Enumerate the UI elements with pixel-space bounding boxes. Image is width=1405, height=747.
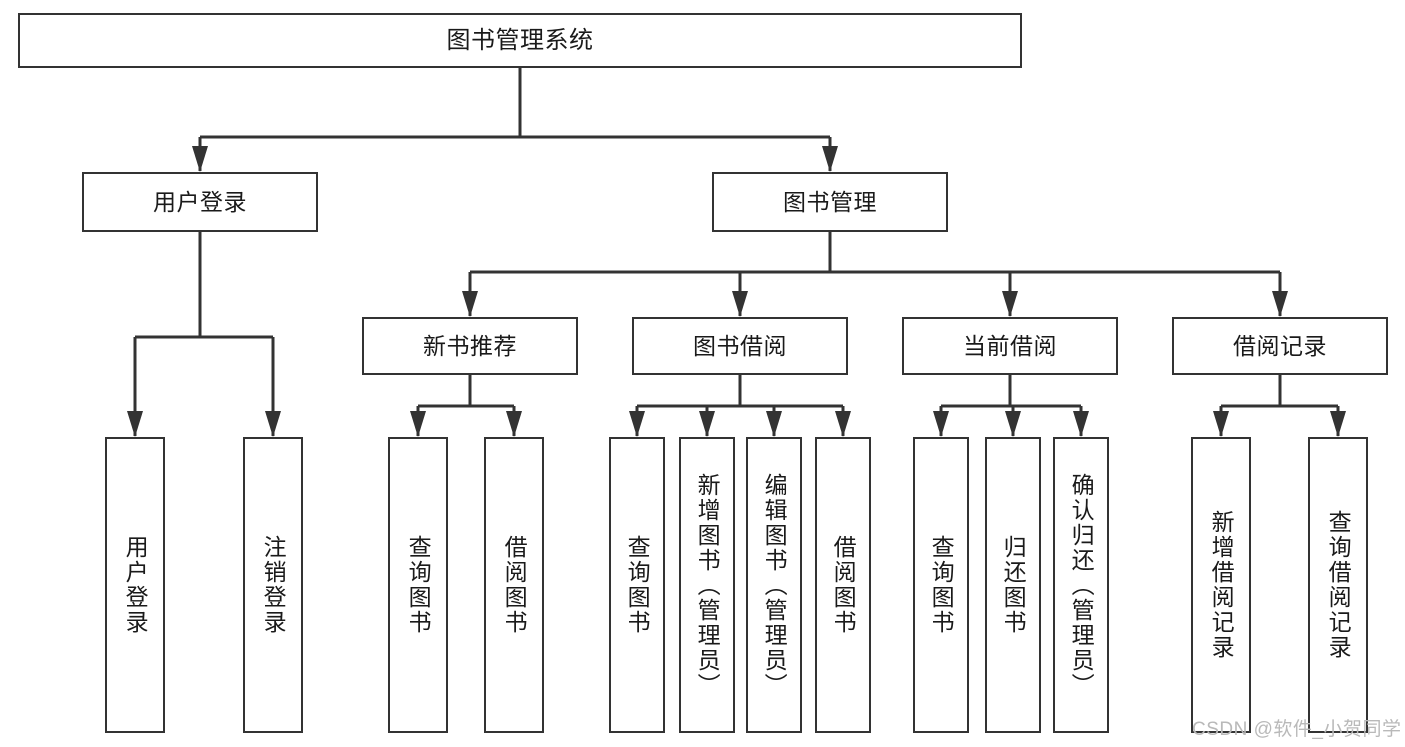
leaf-query-book-borrowing[interactable]: 查询图书: [609, 437, 665, 733]
leaf-add-book-admin[interactable]: 新增图书（管理员）: [679, 437, 735, 733]
node-label: 查询图书: [928, 535, 955, 635]
leaf-confirm-return-admin[interactable]: 确认归还（管理员）: [1053, 437, 1109, 733]
csdn-watermark: CSDN @软件_小贺同学: [1192, 719, 1402, 740]
node-book-borrowing[interactable]: 图书借阅: [632, 317, 848, 375]
node-label: 当前借阅: [963, 332, 1057, 359]
leaf-user-login[interactable]: 用户登录: [105, 437, 165, 733]
node-user-login[interactable]: 用户登录: [82, 172, 318, 232]
node-label: 用户登录: [153, 188, 247, 215]
node-label: 新书推荐: [423, 332, 517, 359]
node-new-book-recommendation[interactable]: 新书推荐: [362, 317, 578, 375]
node-label: 查询图书: [624, 535, 651, 635]
node-label: 新增借阅记录: [1208, 510, 1235, 660]
leaf-query-book-current[interactable]: 查询图书: [913, 437, 969, 733]
node-label: 借阅图书: [830, 535, 857, 635]
node-label: 编辑图书（管理员）: [761, 472, 788, 698]
node-label: 新增图书（管理员）: [694, 472, 721, 698]
node-current-borrowing[interactable]: 当前借阅: [902, 317, 1118, 375]
leaf-query-borrow-record[interactable]: 查询借阅记录: [1308, 437, 1368, 733]
node-label: 用户登录: [122, 535, 149, 635]
leaf-borrow-book-borrowing[interactable]: 借阅图书: [815, 437, 871, 733]
leaf-logout[interactable]: 注销登录: [243, 437, 303, 733]
leaf-edit-book-admin[interactable]: 编辑图书（管理员）: [746, 437, 802, 733]
node-label: 注销登录: [260, 535, 287, 635]
leaf-borrow-book-recommendation[interactable]: 借阅图书: [484, 437, 544, 733]
node-label: 查询图书: [405, 535, 432, 635]
node-label: 借阅记录: [1233, 332, 1327, 359]
node-label: 确认归还（管理员）: [1068, 472, 1095, 698]
node-label: 查询借阅记录: [1325, 510, 1352, 660]
node-label: 图书管理系统: [446, 26, 594, 54]
leaf-query-book-recommendation[interactable]: 查询图书: [388, 437, 448, 733]
node-label: 归还图书: [1000, 535, 1027, 635]
leaf-add-borrow-record[interactable]: 新增借阅记录: [1191, 437, 1251, 733]
node-root-system[interactable]: 图书管理系统: [18, 13, 1022, 68]
node-label: 图书管理: [783, 188, 877, 215]
node-label: 借阅图书: [501, 535, 528, 635]
node-label: 图书借阅: [693, 332, 787, 359]
node-book-management[interactable]: 图书管理: [712, 172, 948, 232]
leaf-return-book[interactable]: 归还图书: [985, 437, 1041, 733]
node-borrowing-records[interactable]: 借阅记录: [1172, 317, 1388, 375]
